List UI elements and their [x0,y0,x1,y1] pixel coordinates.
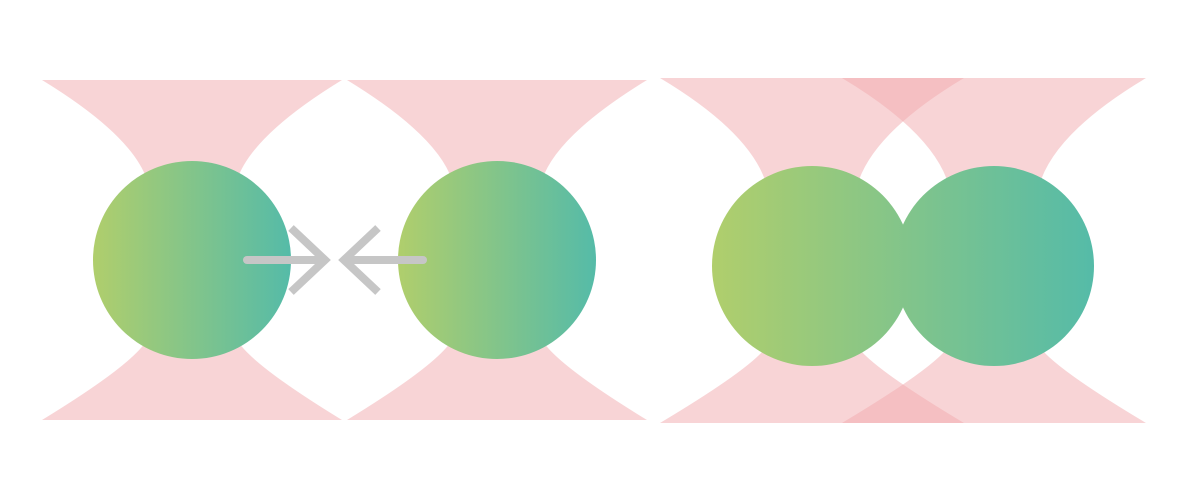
sphere-right-2 [894,166,1094,366]
arrow-right-icon [243,225,331,295]
sphere-right-1 [712,166,912,366]
arrow-left-icon [338,225,427,295]
sphere-left-1 [93,161,291,359]
sphere-left-2 [398,161,596,359]
